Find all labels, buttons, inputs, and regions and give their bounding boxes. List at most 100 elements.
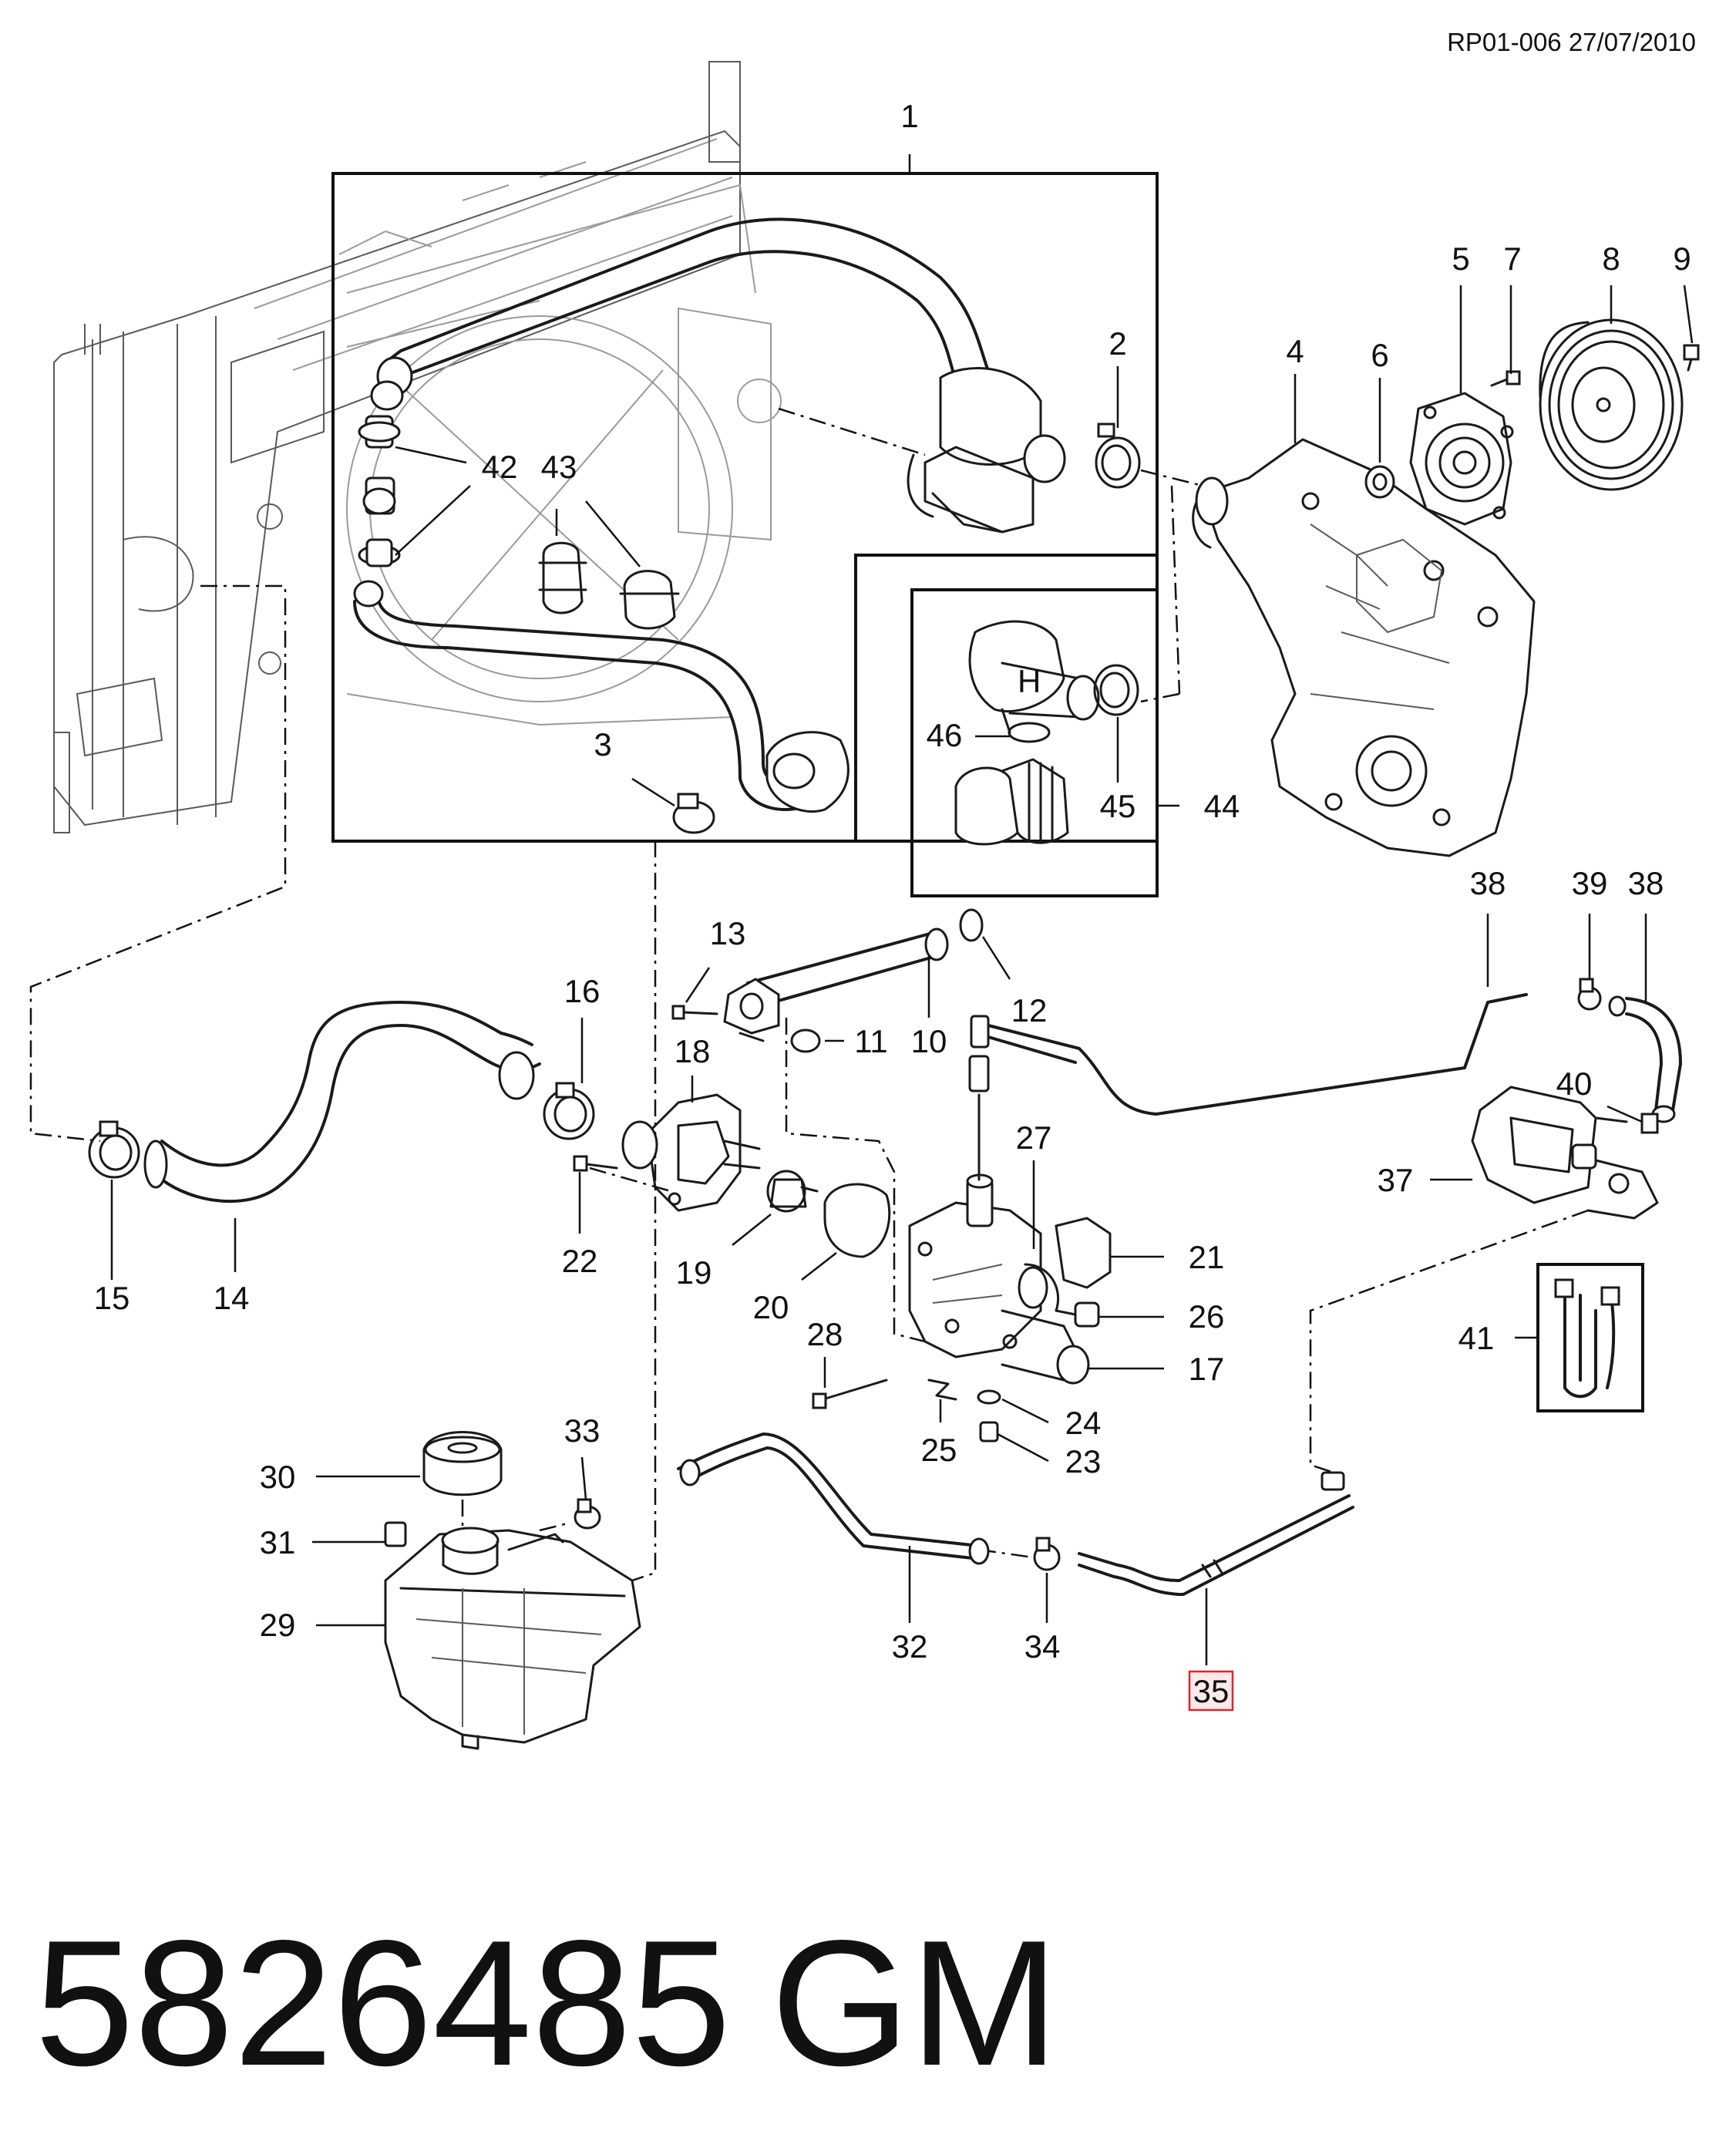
hose-clamp-icon [88, 1120, 140, 1179]
callout-2: 2 [1109, 325, 1126, 362]
callout-26: 26 [1189, 1298, 1225, 1335]
clip-icon [1640, 1113, 1659, 1134]
callout-23: 23 [1065, 1443, 1102, 1480]
washer-icon [977, 1389, 1001, 1405]
heater-return-pipe-icon [1078, 1471, 1354, 1596]
clip-icon [927, 1379, 957, 1401]
gasket-icon [823, 1183, 891, 1258]
bolt-icon [573, 1155, 618, 1172]
hose-clip-icon [538, 541, 680, 630]
engine-front-cover-icon [1192, 438, 1536, 857]
hose-clamp-icon [1577, 978, 1602, 1011]
brand-name: GM [771, 1904, 1059, 2103]
drain-plug-icon [979, 1421, 999, 1443]
hose-clamp-icon [543, 1082, 595, 1140]
bolt-icon [671, 1005, 718, 1020]
heater-unit-icon [1471, 1086, 1659, 1220]
callout-21: 21 [1189, 1239, 1225, 1275]
coolant-pipe-icon [723, 927, 949, 1042]
callout-38a: 38 [1470, 865, 1506, 901]
highlight-box-35 [1188, 1670, 1234, 1712]
filler-cap-icon [422, 1431, 503, 1496]
part-number: 5826485 [35, 1904, 731, 2103]
overflow-hose-icon [677, 1432, 990, 1565]
temperature-sensor-icon [1055, 1301, 1100, 1328]
callout-11: 11 [854, 1023, 888, 1059]
callout-9: 9 [1673, 241, 1691, 277]
callout-8: 8 [1602, 241, 1620, 277]
pulley-icon [1539, 318, 1684, 491]
letter-h-mark: H [1018, 663, 1041, 699]
callout-4: 4 [1286, 333, 1304, 369]
callout-41: 41 [1458, 1320, 1495, 1356]
callout-27: 27 [1016, 1119, 1052, 1156]
thermostat-icon [766, 1170, 819, 1213]
callout-44: 44 [1204, 788, 1240, 824]
callout-5: 5 [1452, 241, 1469, 277]
hose-clamp-icon [672, 793, 715, 834]
callout-46: 46 [927, 717, 963, 753]
coolant-outlet-housing-icon [621, 1093, 761, 1212]
callout-box-1 [331, 172, 1159, 843]
heater-pipe-icon [968, 993, 1528, 1181]
o-ring-icon [959, 908, 984, 942]
callout-40: 40 [1556, 1066, 1593, 1102]
callout-18: 18 [675, 1033, 711, 1069]
callout-box-44 [910, 588, 1159, 897]
seal-ring-icon [1364, 465, 1395, 499]
callout-22: 22 [562, 1243, 598, 1279]
callout-28: 28 [807, 1316, 843, 1352]
callout-42: 42 [482, 449, 518, 485]
callout-20: 20 [753, 1289, 789, 1325]
callout-35[interactable]: 35 [1193, 1673, 1230, 1709]
hose-clamp-icon [574, 1498, 601, 1530]
callout-12: 12 [1011, 992, 1048, 1028]
callout-17: 17 [1189, 1351, 1225, 1387]
heater-hose-icon [1625, 997, 1682, 1123]
callout-19: 19 [676, 1254, 712, 1291]
level-sensor-icon [384, 1521, 407, 1547]
callout-39: 39 [1572, 865, 1608, 901]
callout-6: 6 [1371, 337, 1388, 373]
gasket-icon [1055, 1217, 1112, 1289]
callout-10: 10 [911, 1023, 947, 1059]
hose-connector-icon [358, 415, 401, 567]
hose-clamp-icon [1095, 422, 1141, 489]
upper-radiator-hose-icon [370, 217, 1066, 534]
callout-37: 37 [1378, 1162, 1414, 1198]
fan-shroud-icon [346, 183, 782, 726]
callout-15: 15 [94, 1280, 130, 1316]
callout-16: 16 [564, 973, 601, 1009]
callout-31: 31 [260, 1524, 296, 1560]
callout-38b: 38 [1628, 865, 1664, 901]
callout-34: 34 [1024, 1628, 1061, 1665]
callout-box-41 [1536, 1263, 1644, 1412]
o-ring-icon [790, 1028, 821, 1053]
lower-coolant-hose-icon [143, 1001, 541, 1204]
hose-adapter-icon: H [954, 620, 1100, 846]
callout-32: 32 [892, 1628, 928, 1665]
expansion-tank-icon [384, 1527, 641, 1750]
callout-45: 45 [1100, 788, 1136, 824]
callout-14: 14 [214, 1280, 250, 1316]
hose-clamp-icon [1093, 664, 1139, 716]
bolt-icon [1683, 344, 1700, 372]
bolt-icon [1490, 370, 1521, 387]
callout-1: 1 [900, 98, 918, 134]
callout-24: 24 [1065, 1405, 1102, 1441]
hose-clamp-icon [1033, 1537, 1061, 1571]
callout-33: 33 [564, 1412, 601, 1449]
thermostat-housing-icon [908, 1173, 1090, 1385]
water-pump-icon [1409, 392, 1514, 526]
callout-13: 13 [710, 915, 746, 951]
reference-code: RP01-006 27/07/2010 [1447, 28, 1696, 56]
callout-29: 29 [260, 1607, 296, 1643]
callout-7: 7 [1503, 241, 1521, 277]
lower-radiator-hose-icon [353, 580, 849, 813]
callout-3: 3 [594, 726, 611, 763]
bolt-icon [812, 1379, 888, 1409]
callout-30: 30 [260, 1459, 296, 1495]
callout-43: 43 [541, 449, 577, 485]
callout-25: 25 [921, 1432, 957, 1468]
